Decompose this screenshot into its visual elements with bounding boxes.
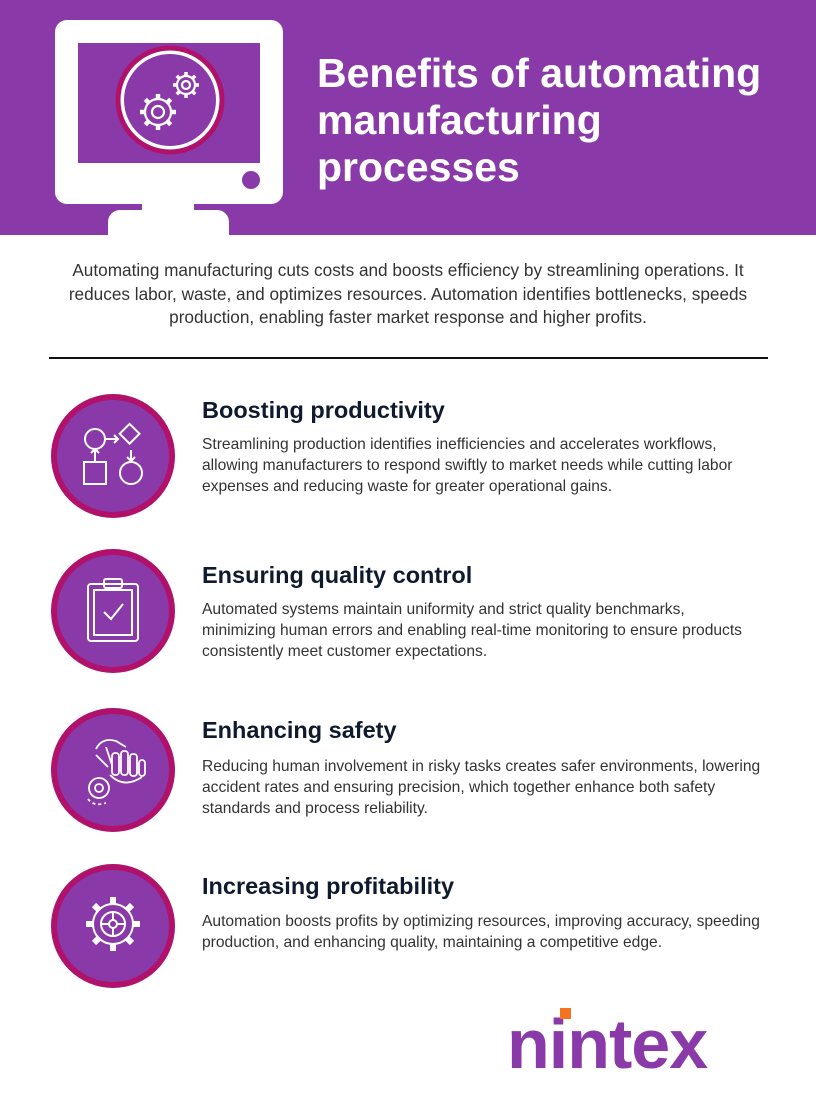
logo-dot [560,1008,571,1019]
header-banner: Benefits of automating manufacturing pro… [0,0,816,235]
clipboard-check-icon [51,549,175,673]
gears-monitor-icon [55,20,283,235]
nintex-logo: nintex [507,1008,709,1080]
gear-icon [51,864,175,988]
page-title: Benefits of automating manufacturing pro… [317,50,762,190]
intro-paragraph: Automating manufacturing cuts costs and … [68,260,748,327]
section-divider [49,357,768,359]
benefit-title: Boosting productivity [202,397,445,423]
benefit-text: Automation boosts profits by optimizing … [202,913,760,951]
benefit-text: Streamlining production identifies ineff… [202,436,733,495]
logo-text: nintex [507,1008,708,1080]
benefit-title: Enhancing safety [202,717,397,743]
robot-hand-icon [51,708,175,832]
benefit-text: Automated systems maintain uniformity an… [202,601,742,660]
workflow-icon [51,394,175,518]
benefit-title: Increasing profitability [202,873,455,899]
benefit-text: Reducing human involvement in risky task… [202,758,761,817]
benefit-title: Ensuring quality control [202,562,473,588]
